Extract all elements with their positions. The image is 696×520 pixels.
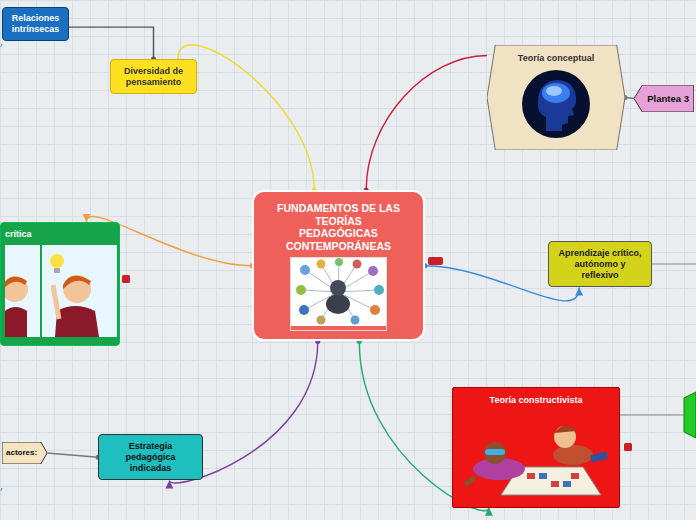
node-label: Aprendizaje crítico, autónomo y reflexiv…: [555, 248, 645, 280]
connector-line: [47, 453, 98, 457]
partial-node: [684, 392, 696, 438]
collapse-badge: [428, 257, 443, 265]
connector: [47, 453, 100, 460]
subtopic-box: Diversidad de pensamiento: [110, 59, 197, 94]
node-label: crítica: [5, 229, 115, 240]
connector: [364, 56, 487, 193]
topic-box: Teoría constructivista: [452, 387, 620, 508]
tag-node: actores:: [2, 442, 47, 464]
collapse-badge: [122, 275, 130, 283]
tag-node: Plantea 3: [634, 85, 694, 112]
topic-box: crítica: [0, 222, 120, 346]
subtopic-box: Relaciones intrínsecas: [2, 7, 69, 41]
node-illustration: [5, 245, 117, 341]
node-label: Teoría conceptual: [493, 53, 619, 64]
node-illustration: [461, 411, 611, 503]
node-illustration: [522, 69, 590, 143]
leader-line: [651, 264, 696, 265]
node-label: Plantea 3: [647, 93, 689, 104]
leader-line: [620, 415, 684, 416]
node-label: Estrategia pedagógica indicadas: [107, 441, 194, 473]
connector: [69, 27, 156, 61]
arrowhead: [82, 214, 90, 222]
connector-line: [366, 56, 487, 191]
collapse-badge: [624, 443, 632, 451]
arrowhead: [485, 508, 493, 516]
connector: [178, 45, 317, 193]
arrowhead: [575, 287, 583, 295]
node-label: FUNDAMENTOS DE LAS TEORÍAS PEDAGÓGICAS C…: [275, 202, 403, 252]
node-label: actores:: [6, 448, 37, 458]
dashed-link: [0, 488, 2, 515]
connector-line: [69, 27, 154, 59]
node-label: Relaciones intrínsecas: [8, 13, 63, 35]
connector-line: [178, 45, 314, 190]
node-label: Teoría constructivista: [459, 395, 613, 406]
node-illustration: [290, 257, 387, 331]
subtopic-box: Estrategia pedagógica indicadas: [98, 434, 203, 480]
subtopic-box: Aprendizaje crítico, autónomo y reflexiv…: [548, 241, 652, 287]
topic-hexagon: Teoría conceptual: [487, 45, 625, 150]
central-topic: FUNDAMENTOS DE LAS TEORÍAS PEDAGÓGICAS C…: [252, 190, 425, 341]
arrowhead: [165, 480, 173, 488]
dashed-link: [0, 44, 2, 70]
node-label: Diversidad de pensamiento: [117, 66, 190, 88]
